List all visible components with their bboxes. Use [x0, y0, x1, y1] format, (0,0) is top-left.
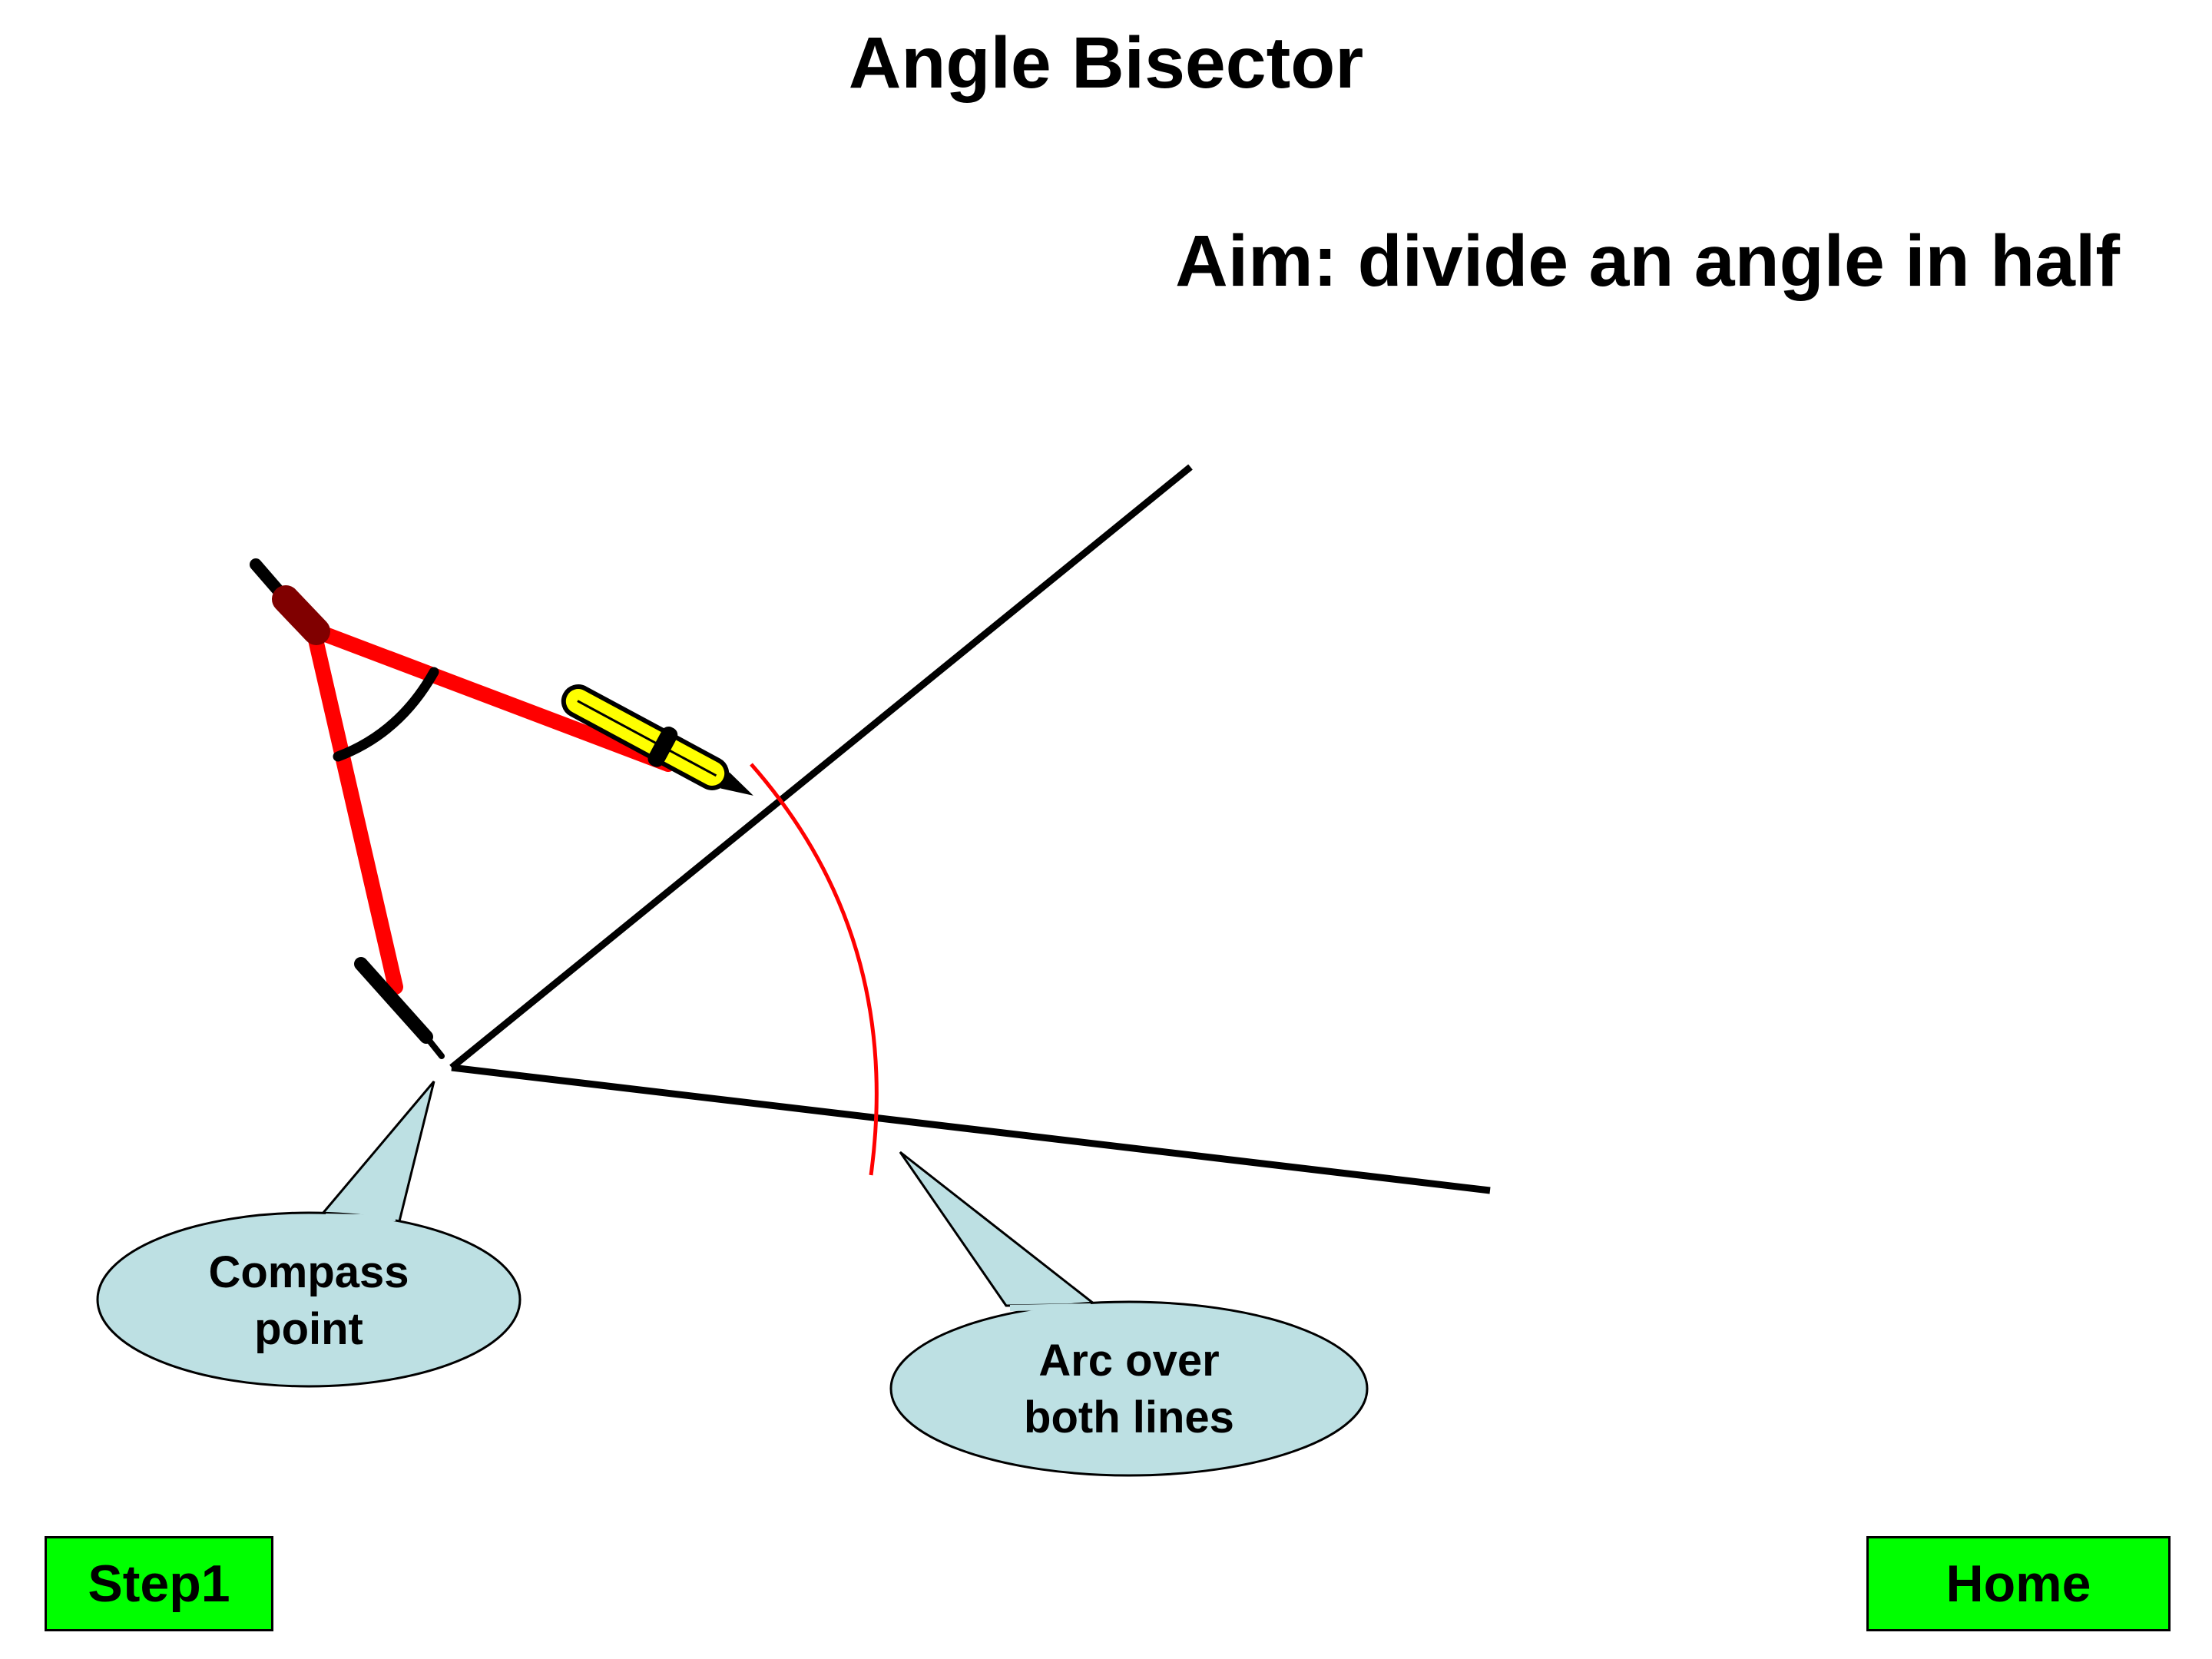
aim-text: Aim: divide an angle in half [1175, 220, 2120, 302]
construction-arc [750, 763, 879, 1176]
compass-point-callout [96, 1081, 522, 1388]
angle-ray-upper [449, 464, 1193, 1071]
compass-point-label: Compass point [208, 1247, 409, 1354]
arc-over-lines-label: Arc over both lines [1024, 1336, 1234, 1442]
step1-button[interactable]: Step1 [45, 1536, 273, 1631]
pencil-icon [561, 684, 753, 796]
arc-callout [889, 1151, 1369, 1477]
angle-ray-lower [451, 1064, 1491, 1194]
home-button[interactable]: Home [1866, 1536, 2171, 1631]
page-title: Angle Bisector [848, 22, 1364, 104]
compass-icon [250, 558, 676, 1059]
